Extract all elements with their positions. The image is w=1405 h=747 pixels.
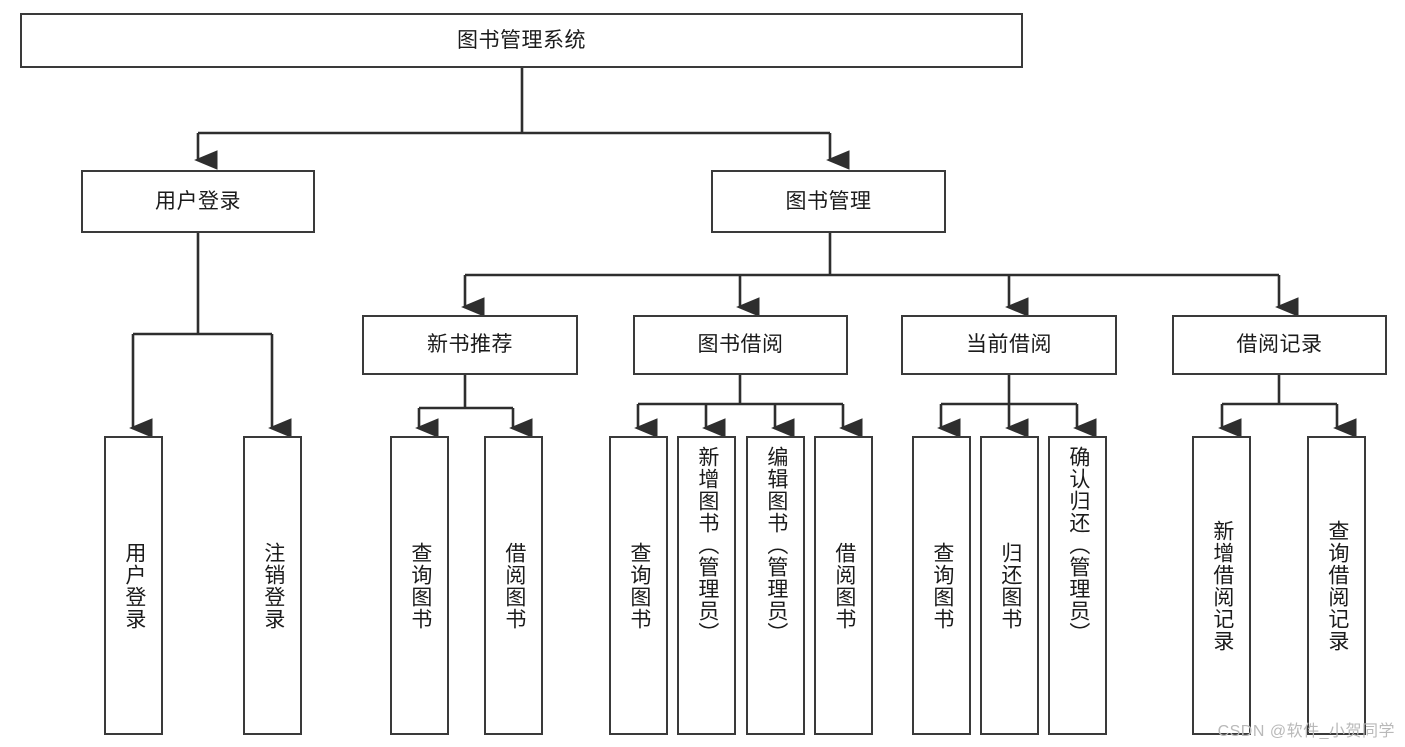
leaf-borrow-record-add-record[interactable]: 新增借阅记录 <box>1192 436 1251 735</box>
node-label: 用户登录 <box>155 189 241 213</box>
node-current-borrow[interactable]: 当前借阅 <box>901 315 1117 375</box>
leaf-book-borrow-query-book[interactable]: 查询图书 <box>609 436 668 735</box>
node-label: 用户登录 <box>122 541 146 630</box>
node-label: 查询图书 <box>930 541 954 630</box>
leaf-current-borrow-return-book[interactable]: 归还图书 <box>980 436 1039 735</box>
leaf-book-borrow-edit-book[interactable]: 编辑图书（管理员） <box>746 436 805 735</box>
node-label: 当前借阅 <box>966 333 1052 357</box>
leaf-user-login-login[interactable]: 用户登录 <box>104 436 163 735</box>
node-label: 查询图书 <box>627 541 651 630</box>
node-label: 编辑图书（管理员） <box>764 446 788 644</box>
node-user-login[interactable]: 用户登录 <box>81 170 315 233</box>
leaf-new-book-query-book[interactable]: 查询图书 <box>390 436 449 735</box>
node-label: 归还图书 <box>998 541 1022 630</box>
node-label: 查询借阅记录 <box>1325 519 1349 652</box>
node-label: 注销登录 <box>261 541 285 630</box>
leaf-borrow-record-query-record[interactable]: 查询借阅记录 <box>1307 436 1366 735</box>
node-label: 新增图书（管理员） <box>695 446 719 644</box>
node-label: 图书管理 <box>785 189 872 213</box>
node-label: 借阅图书 <box>502 541 526 630</box>
leaf-current-borrow-query-book[interactable]: 查询图书 <box>912 436 971 735</box>
leaf-current-borrow-confirm-return[interactable]: 确认归还（管理员） <box>1048 436 1107 735</box>
node-label: 图书借阅 <box>697 333 784 357</box>
leaf-book-borrow-add-book[interactable]: 新增图书（管理员） <box>677 436 736 735</box>
leaf-new-book-borrow-book[interactable]: 借阅图书 <box>484 436 543 735</box>
node-label: 图书管理系统 <box>457 28 586 52</box>
node-new-book-recommend[interactable]: 新书推荐 <box>362 315 578 375</box>
leaf-book-borrow-borrow-book[interactable]: 借阅图书 <box>814 436 873 735</box>
node-book-management[interactable]: 图书管理 <box>711 170 946 233</box>
node-label: 新增借阅记录 <box>1210 519 1234 652</box>
node-label: 借阅记录 <box>1236 333 1323 357</box>
node-label: 借阅图书 <box>832 541 856 630</box>
node-label: 查询图书 <box>408 541 432 630</box>
node-label: 确认归还（管理员） <box>1066 446 1090 644</box>
node-book-borrow[interactable]: 图书借阅 <box>633 315 848 375</box>
node-borrow-record[interactable]: 借阅记录 <box>1172 315 1387 375</box>
node-root-system[interactable]: 图书管理系统 <box>20 13 1023 68</box>
leaf-user-login-logout[interactable]: 注销登录 <box>243 436 302 735</box>
node-label: 新书推荐 <box>427 333 513 357</box>
